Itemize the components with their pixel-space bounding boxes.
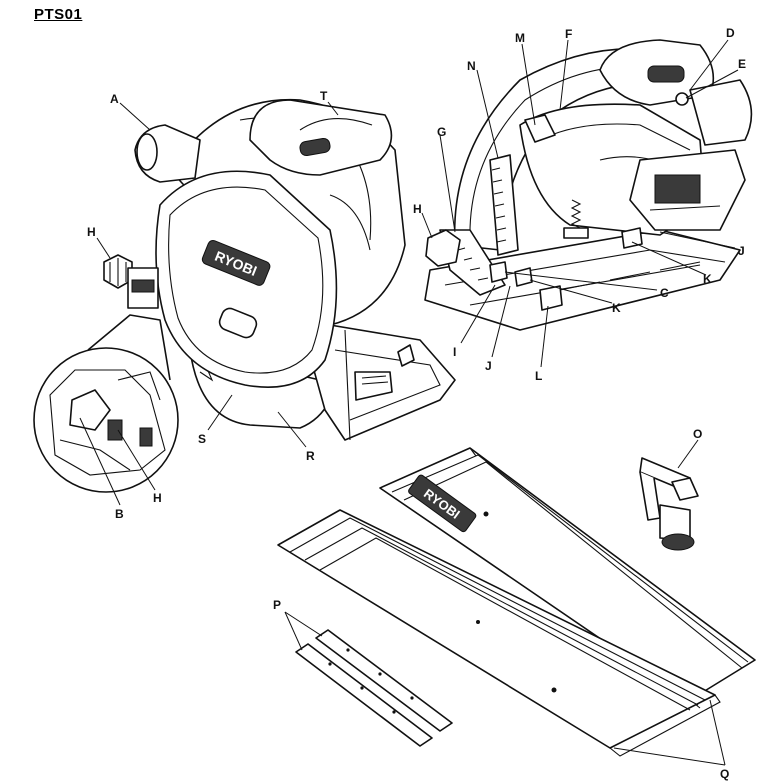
callout-A: A	[110, 92, 119, 106]
callout-B: B	[115, 507, 124, 521]
callout-D: D	[726, 26, 735, 40]
callout-H: H	[153, 491, 162, 505]
callout-K: K	[612, 301, 621, 315]
knob-L	[539, 285, 563, 311]
spring	[570, 199, 582, 229]
detail-magnifier	[33, 314, 179, 493]
model-title: PTS01	[34, 6, 83, 23]
guide-rail-front	[277, 509, 721, 757]
saw-front-view	[424, 39, 753, 331]
callout-C: C	[660, 286, 669, 300]
callout-P: P	[273, 598, 281, 612]
callout-M: M	[515, 31, 525, 45]
callout-J: J	[738, 244, 745, 258]
callout-T: T	[320, 89, 328, 103]
leader-lines	[79, 39, 739, 766]
callout-J: J	[485, 359, 492, 373]
callout-H: H	[413, 202, 422, 216]
rail-connectors	[295, 629, 453, 747]
callout-O: O	[693, 427, 702, 441]
saw-side-view: RYOBI	[103, 98, 456, 441]
callout-F: F	[565, 27, 572, 41]
callout-H: H	[87, 225, 96, 239]
callout-N: N	[467, 59, 476, 73]
callout-S: S	[198, 432, 206, 446]
callout-Q: Q	[720, 767, 729, 781]
rail-clamp	[639, 457, 699, 551]
callout-I: I	[453, 345, 456, 359]
callout-labels: A T H B H S R M F D E N G H J K C K I J …	[87, 26, 746, 781]
callout-K: K	[703, 272, 712, 286]
callout-E: E	[738, 57, 746, 71]
callout-L: L	[535, 369, 542, 383]
callout-G: G	[437, 125, 446, 139]
top-handle	[249, 99, 393, 176]
bevel-knob-right	[425, 229, 461, 267]
callout-R: R	[306, 449, 315, 463]
